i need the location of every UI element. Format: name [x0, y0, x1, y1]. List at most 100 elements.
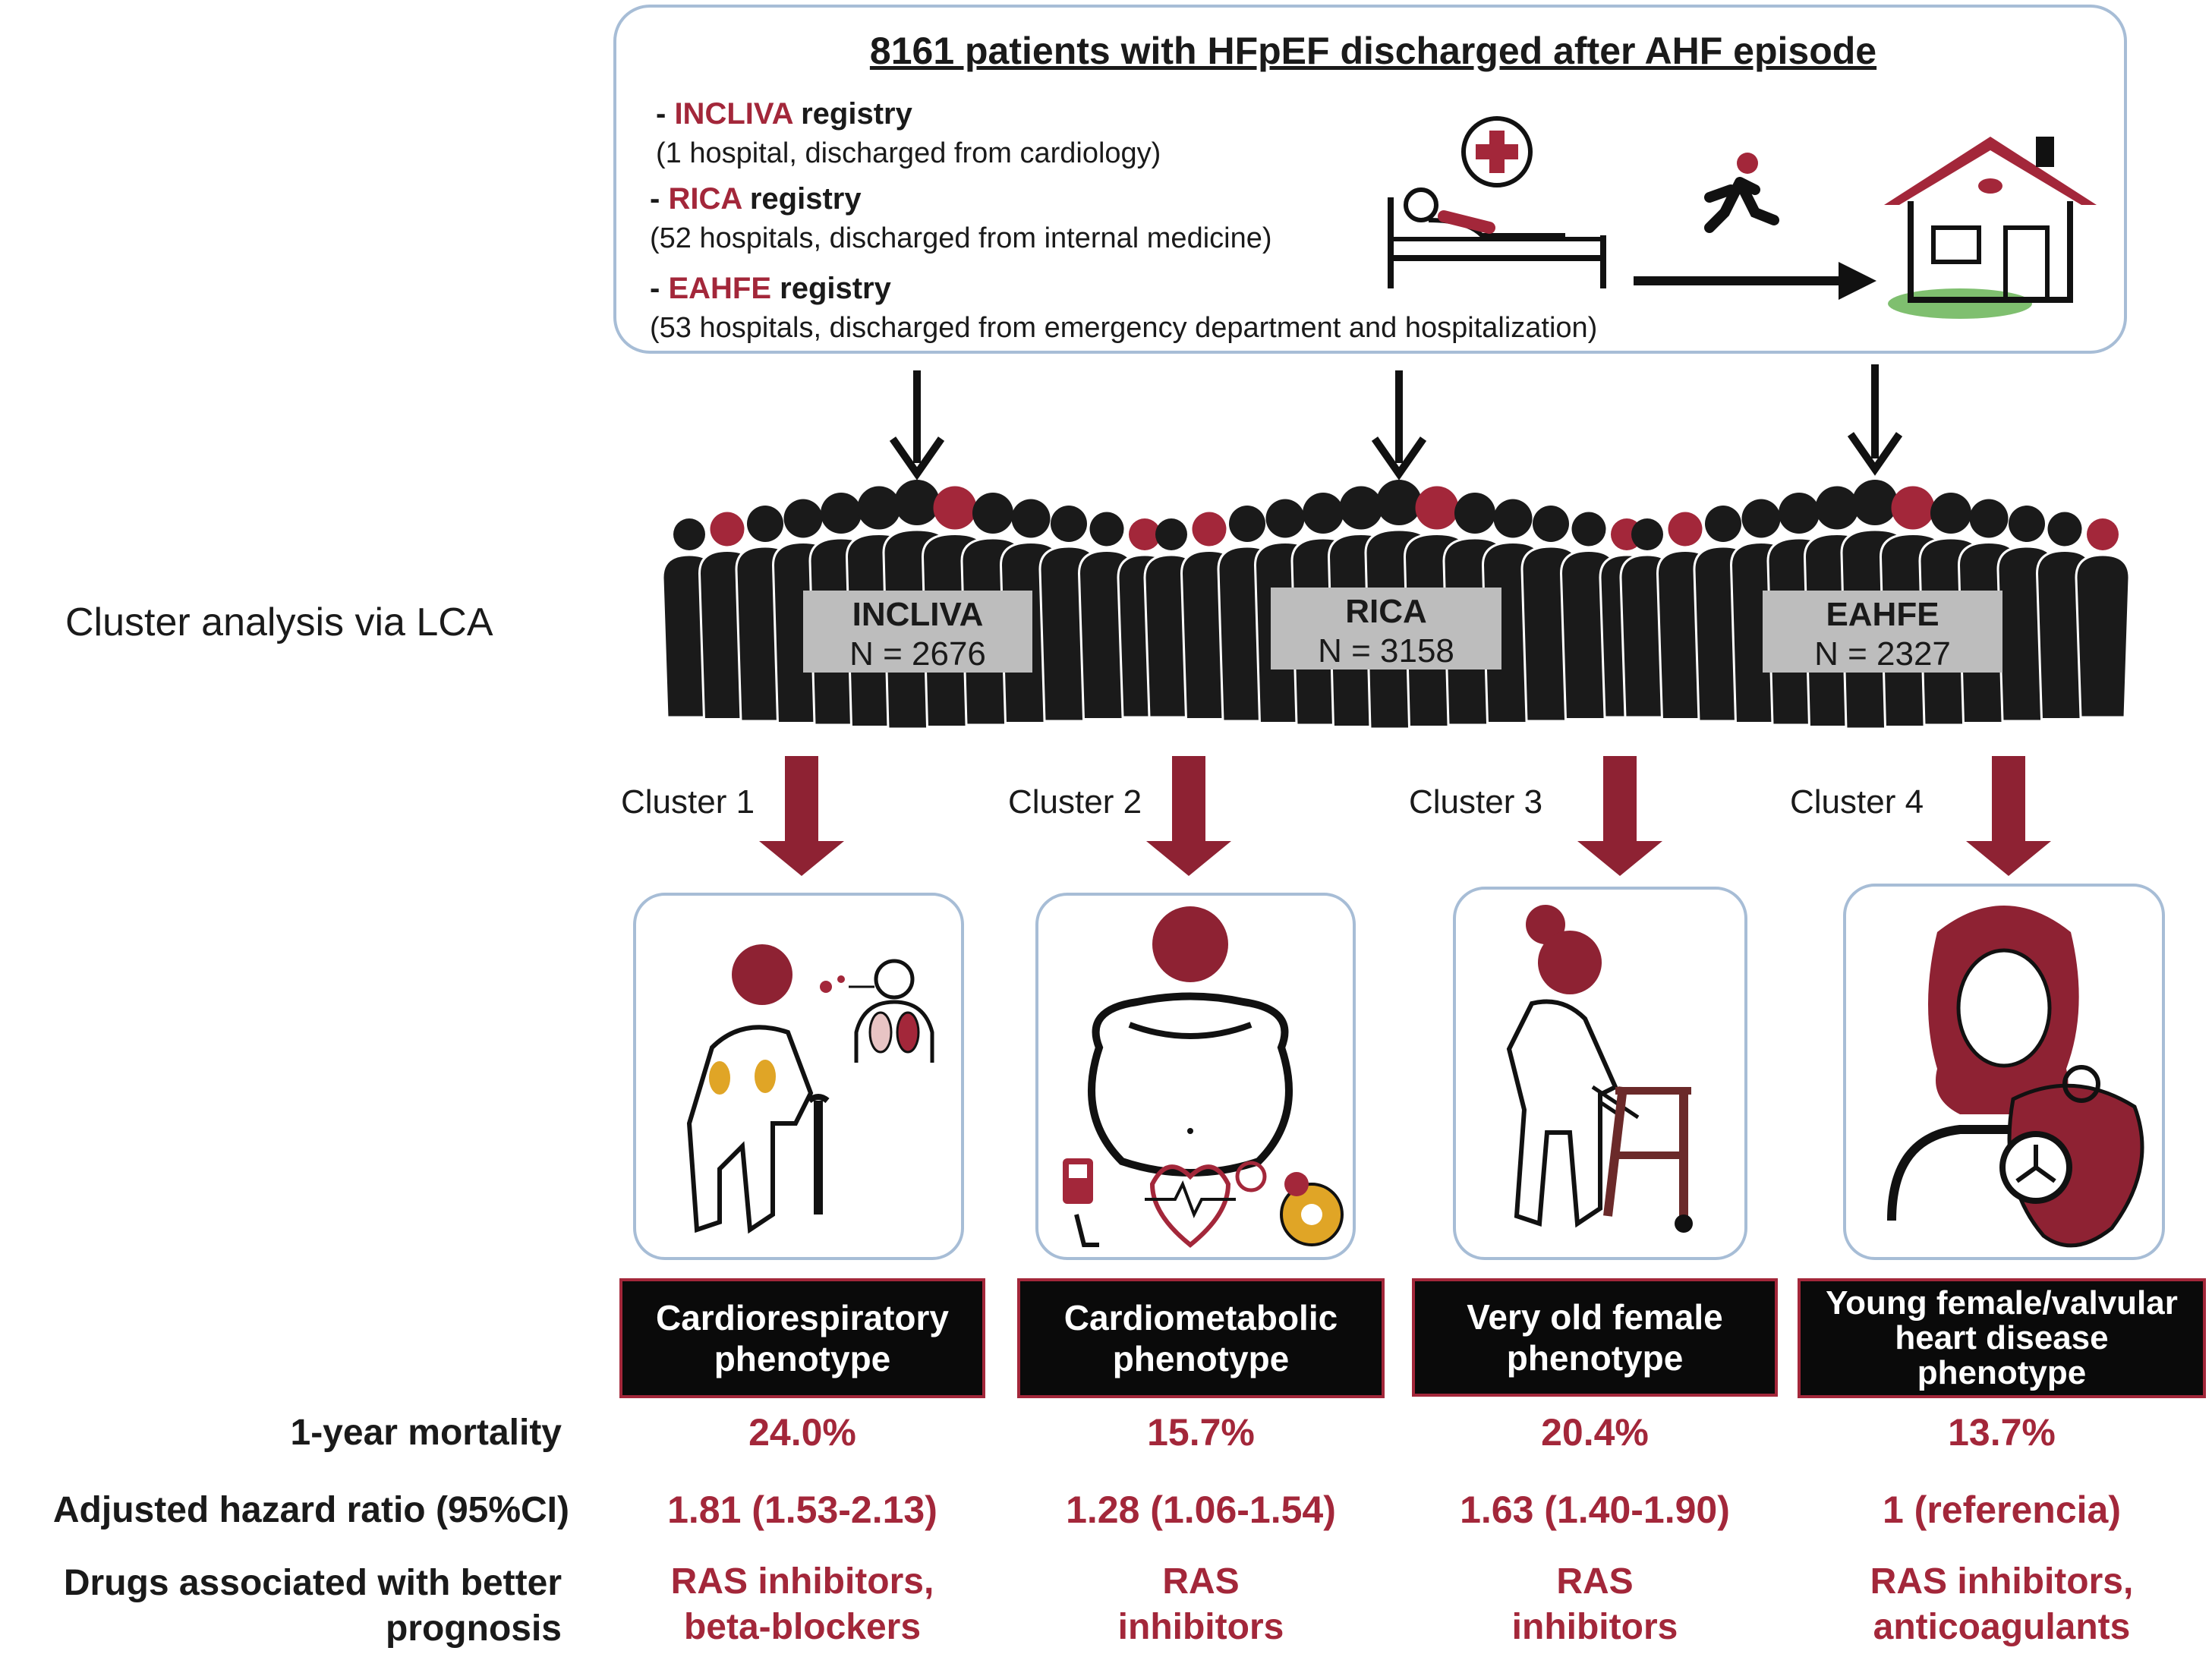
person-head — [933, 486, 977, 530]
person-head — [1705, 506, 1741, 542]
person-head — [1303, 493, 1344, 534]
patient-crowds — [661, 480, 2131, 730]
registry-eahfe: - EAHFE registry (53 hospitals, discharg… — [650, 272, 1598, 344]
cluster-1-arrow-icon — [759, 756, 844, 876]
person-head — [747, 506, 783, 542]
mortality-value-4: 13.7% — [1948, 1411, 2056, 1454]
person-head — [1129, 518, 1161, 550]
donut-icon — [1280, 1172, 1344, 1246]
cluster-arrows — [759, 756, 2051, 876]
person-head — [1089, 512, 1124, 547]
hr-value-4: 1 (referencia) — [1882, 1489, 2122, 1531]
cluster-analysis-label: Cluster analysis via LCA — [65, 600, 493, 644]
drugs-value-4: RAS inhibitors,anticoagulants — [1870, 1561, 2134, 1647]
registry-name: RICA — [668, 182, 742, 216]
person-head — [821, 493, 862, 534]
person-head — [894, 480, 940, 525]
cluster-3-arrow-icon — [1577, 756, 1662, 876]
person-head — [1376, 480, 1422, 525]
person-head — [1930, 493, 1971, 534]
arrow-down-icon — [889, 364, 1903, 480]
person-head — [1891, 486, 1935, 530]
person-head — [783, 499, 823, 538]
registry-rica: - RICA registry (52 hospitals, discharge… — [650, 182, 1272, 254]
person-head — [1969, 499, 2009, 538]
cluster-2-label: Cluster 2 — [1008, 783, 1142, 821]
cluster-1-label: Cluster 1 — [621, 783, 755, 821]
cluster-4-label: Cluster 4 — [1790, 783, 1924, 821]
person-head — [2047, 512, 2082, 547]
person-head — [1493, 499, 1533, 538]
obese-person-icon — [1088, 906, 1293, 1177]
person-head — [2009, 506, 2045, 542]
glucose-meter-icon — [1063, 1158, 1099, 1247]
registry-detail: (1 hospital, discharged from cardiology) — [656, 137, 1161, 169]
person-head — [1571, 512, 1606, 547]
registry-detail: (53 hospitals, discharged from emergency… — [650, 312, 1598, 344]
hr-value-2: 1.28 (1.06-1.54) — [1066, 1489, 1336, 1531]
person-head — [1229, 506, 1265, 542]
cluster-4-arrow-icon — [1966, 756, 2051, 876]
mortality-value-1: 24.0% — [748, 1411, 856, 1454]
person-head — [1852, 480, 1898, 525]
hr-value-1: 1.81 (1.53-2.13) — [667, 1489, 937, 1531]
heart-rate-icon — [1145, 1164, 1236, 1248]
person-head — [1415, 486, 1459, 530]
person-head — [2087, 518, 2119, 550]
registry-box: 8161 patients with HFpEF discharged afte… — [613, 5, 2127, 354]
person-head — [673, 518, 705, 550]
hr-value-3: 1.63 (1.40-1.90) — [1460, 1489, 1730, 1531]
cluster-4-card — [1843, 884, 2165, 1260]
lungs-icon — [820, 959, 934, 1063]
study-title: 8161 patients with HFpEF discharged afte… — [869, 30, 1877, 72]
young-woman-icon — [1887, 906, 2079, 1221]
elderly-man-cane-icon — [686, 944, 830, 1234]
person-head — [1741, 499, 1781, 538]
registry-name: INCLIVA — [674, 97, 792, 131]
person-head — [1815, 486, 1859, 530]
person-head — [1192, 512, 1227, 547]
person-head — [1631, 518, 1663, 550]
person-head — [1454, 493, 1495, 534]
person-silhouette — [2075, 553, 2131, 719]
heart-valve-icon — [1999, 1065, 2144, 1248]
house-icon — [1884, 137, 2097, 319]
cluster-2-arrow-icon — [1146, 756, 1231, 876]
person-head — [710, 512, 745, 547]
hr-row-label: Adjusted hazard ratio (95%CI) — [52, 1490, 569, 1530]
mortality-row-label: 1-year mortality — [290, 1413, 562, 1453]
person-head — [1051, 506, 1087, 542]
mortality-value-3: 20.4% — [1541, 1411, 1649, 1454]
registry-name: EAHFE — [668, 272, 772, 305]
person-head — [1011, 499, 1051, 538]
person-head — [1265, 499, 1305, 538]
drugs-value-1: RAS inhibitors,beta-blockers — [670, 1561, 934, 1647]
person-head — [1339, 486, 1383, 530]
person-head — [1779, 493, 1820, 534]
person-head — [1533, 506, 1569, 542]
hospital-bed-icon — [1388, 116, 1606, 288]
person-head — [972, 493, 1013, 534]
registry-incliva: - INCLIVA registry (1 hospital, discharg… — [656, 97, 1161, 169]
walking-person-icon — [1634, 153, 1876, 300]
cluster-3-card — [1453, 887, 1747, 1260]
person-head — [1668, 512, 1703, 547]
person-head — [857, 486, 901, 530]
cluster-3-label: Cluster 3 — [1409, 783, 1543, 821]
cluster-1-card — [633, 893, 964, 1260]
mortality-value-2: 15.7% — [1147, 1411, 1255, 1454]
old-woman-walker-icon — [1506, 905, 1693, 1233]
registry-detail: (52 hospitals, discharged from internal … — [650, 222, 1272, 254]
person-head — [1155, 518, 1187, 550]
